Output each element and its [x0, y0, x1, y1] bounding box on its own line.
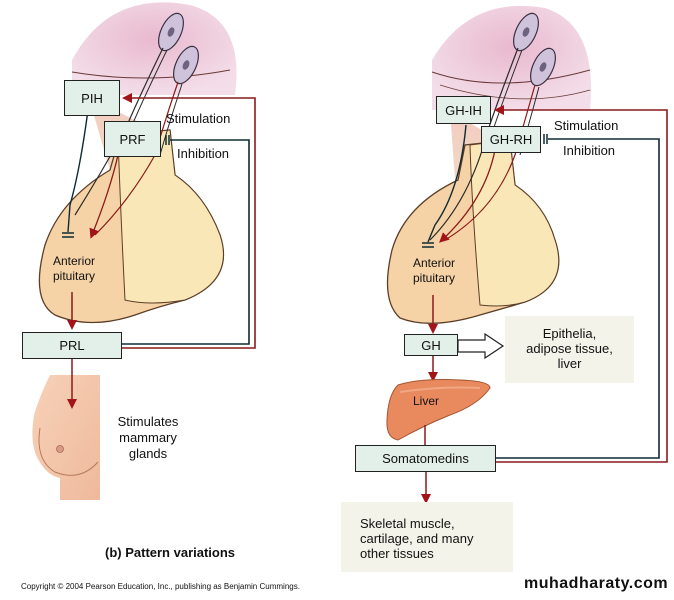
left-gland-label-line2: pituitary	[52, 269, 96, 283]
right-inhibition-pathway	[422, 124, 467, 248]
left-gland-label-line1: Anterior	[52, 254, 96, 268]
ghih-box: GH-IH	[436, 96, 491, 124]
left-inhibition-pathway	[62, 109, 89, 238]
right-neurons	[429, 12, 556, 241]
watermark: muhadharaty.com	[524, 575, 669, 592]
right-gland-label-line2: pituitary	[412, 271, 456, 285]
target-line: Stimulates	[117, 414, 179, 429]
target-line: mammary	[119, 430, 177, 445]
right-anterior-pituitary-label: Anterior pituitary	[404, 256, 464, 286]
right-stimulation-feedback-line	[494, 105, 668, 463]
right-ghrh-to-pituitary-arrow	[439, 149, 496, 243]
left-anterior-pituitary-label: Anterior pituitary	[44, 254, 104, 284]
right-pituitary	[386, 139, 560, 324]
left-neurons	[74, 12, 199, 236]
target-line: glands	[128, 446, 168, 461]
somatomedins-box: Somatomedins	[355, 445, 496, 472]
right-stimulation-label: Stimulation	[554, 118, 619, 133]
liver-label: Liver	[413, 394, 440, 408]
figure-caption: (b) Pattern variations	[105, 545, 236, 560]
copyright-notice: Copyright © 2004 Pearson Education, Inc.…	[21, 582, 300, 591]
pih-box: PIH	[64, 80, 120, 116]
target-line: liver	[557, 356, 582, 371]
left-target-label: Stimulates mammary glands	[112, 414, 184, 462]
gh-direct-targets-box: Epithelia, adipose tissue, liver	[505, 316, 634, 383]
left-inhibition-label: Inhibition	[177, 146, 230, 161]
target-line: adipose tissue,	[526, 341, 613, 356]
left-prf-to-pituitary-arrow	[89, 154, 119, 239]
left-stimulation-label: Stimulation	[166, 111, 231, 126]
right-inhibition-label: Inhibition	[563, 143, 616, 158]
right-gland-label-line1: Anterior	[412, 256, 456, 270]
target-line: cartilage, and many	[360, 531, 474, 546]
right-gh-to-tissues-hollow-arrow	[457, 332, 505, 360]
prl-box: PRL	[22, 332, 122, 359]
liver-illustration	[386, 379, 491, 441]
right-inhibition-feedback-line	[496, 138, 660, 459]
prf-box: PRF	[104, 121, 161, 157]
gh-box: GH	[404, 334, 458, 356]
target-line: Skeletal muscle,	[360, 516, 455, 531]
target-line: Epithelia,	[542, 326, 597, 341]
target-line: other tissues	[360, 546, 434, 561]
somatomedin-targets-box: Skeletal muscle, cartilage, and many oth…	[341, 502, 513, 572]
ghrh-box: GH-RH	[481, 126, 541, 153]
left-inhibition-feedback-line	[120, 139, 250, 345]
left-stimulation-feedback-line	[120, 93, 256, 349]
breast-illustration	[32, 375, 100, 500]
